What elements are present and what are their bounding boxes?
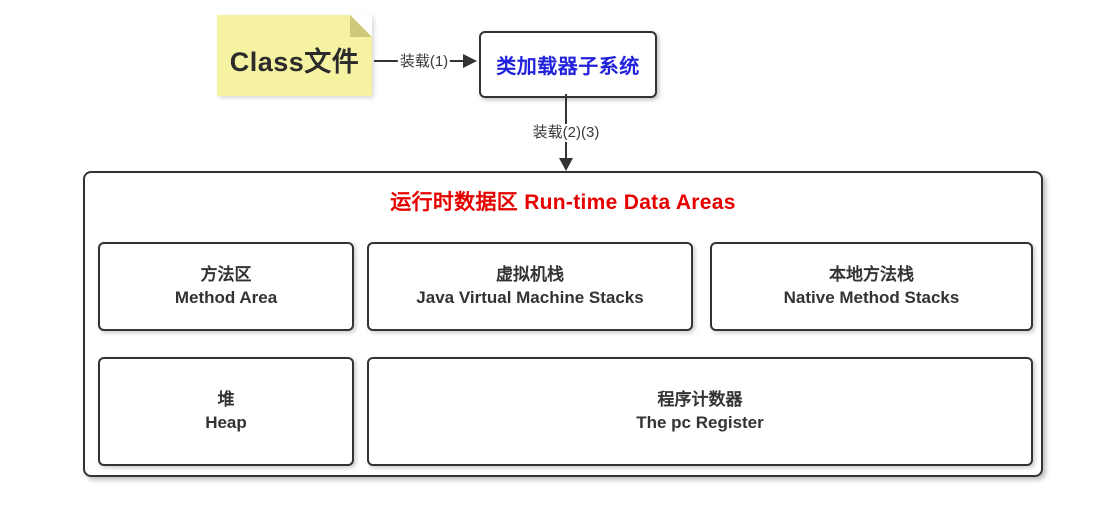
pc-register-label-en: The pc Register <box>636 412 764 432</box>
class-file-label: Class文件 <box>229 47 360 77</box>
class-file-node: Class文件 <box>217 15 372 96</box>
class-loader-subsystem-node: 类加载器子系统 <box>479 31 657 98</box>
heap-label-zh: 堆 <box>217 389 235 409</box>
native-method-stacks-node: 本地方法栈 Native Method Stacks <box>710 242 1033 331</box>
heap-label-en: Heap <box>205 412 247 432</box>
runtime-data-areas-title: 运行时数据区 Run-time Data Areas <box>390 191 736 214</box>
arrowhead-down-icon <box>559 158 573 171</box>
pc-register-label-zh: 程序计数器 <box>657 389 743 409</box>
method-area-label-zh: 方法区 <box>200 264 252 284</box>
edge-load1-label: 装载(1) <box>397 53 451 71</box>
pc-register-node: 程序计数器 The pc Register <box>367 357 1033 466</box>
native-method-stacks-label-en: Native Method Stacks <box>783 287 960 307</box>
arrowhead-right-icon <box>463 54 477 68</box>
native-method-stacks-label-zh: 本地方法栈 <box>829 264 914 284</box>
jvm-stacks-label-zh: 虚拟机栈 <box>496 264 564 284</box>
method-area-node: 方法区 Method Area <box>98 242 354 331</box>
class-loader-subsystem-label: 类加载器子系统 <box>496 56 640 78</box>
heap-node: 堆 Heap <box>98 357 354 466</box>
runtime-data-areas-container: 运行时数据区 Run-time Data Areas 方法区 Method Ar… <box>83 171 1043 477</box>
jvm-stacks-node: 虚拟机栈 Java Virtual Machine Stacks <box>367 242 693 331</box>
jvm-stacks-label-en: Java Virtual Machine Stacks <box>416 287 644 307</box>
method-area-label-en: Method Area <box>174 287 278 307</box>
edge-load23-label: 装载(2)(3) <box>530 124 602 142</box>
